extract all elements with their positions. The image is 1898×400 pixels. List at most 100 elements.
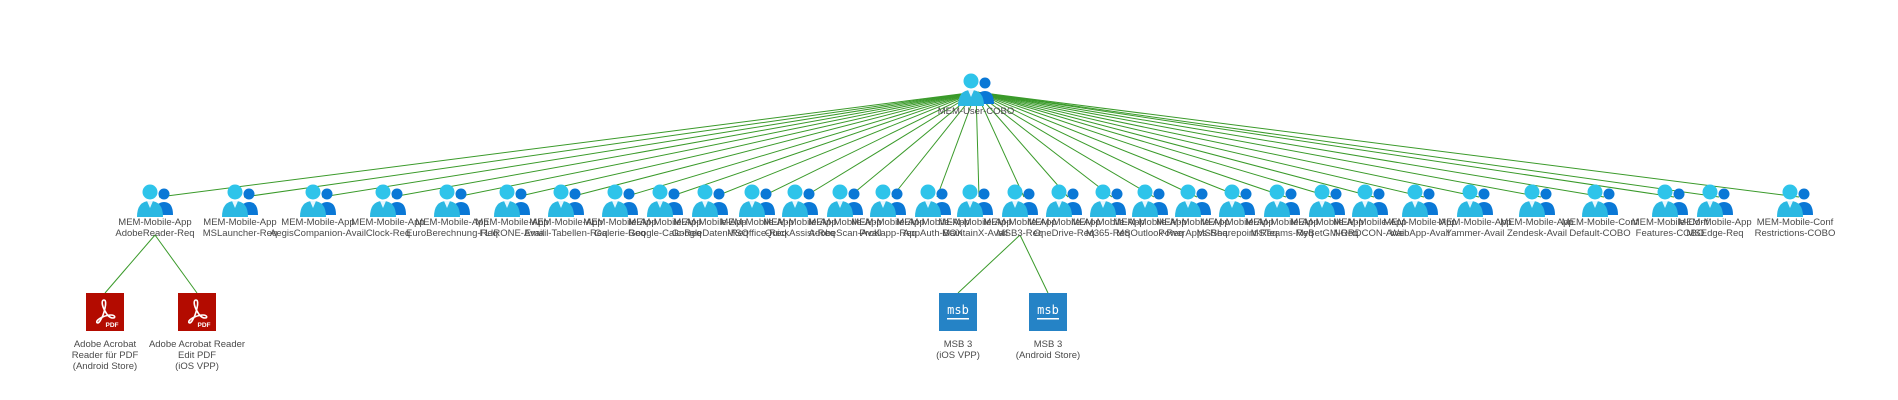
- group-label: MEM-Mobile-App GoogleDaten-Req: [671, 217, 749, 239]
- group-label: MEM-Mobile-App EuroBerechnung-Req: [406, 217, 498, 239]
- group-label: MEM-Mobile-App MaintainX-Avail: [938, 217, 1012, 239]
- group-label: MEM-Mobile-Conf Restrictions-COBO: [1754, 217, 1836, 239]
- group-node[interactable]: MEM-Mobile-App Yammer-Avail: [1415, 183, 1535, 239]
- app-node[interactable]: PDF Adobe Acrobat Reader Edit PDF (iOS V…: [137, 293, 257, 372]
- group-node[interactable]: MEM-Mobile-App Galerie-Req: [560, 183, 680, 239]
- user-group-icon: [782, 184, 818, 217]
- group-label: MEM-Mobile-App AegisCompanion-Avail: [270, 217, 366, 239]
- group-node[interactable]: MEM-Mobile-Conf Restrictions-COBO: [1735, 183, 1855, 239]
- group-node[interactable]: MEM-Mobile-App MSOffice-Req: [697, 183, 817, 239]
- group-node[interactable]: MEM-Mobile-Conf Features-COBO: [1610, 183, 1730, 239]
- group-node[interactable]: MEM-Mobile-App OneDrive-Req: [1004, 183, 1124, 239]
- group-node[interactable]: MEM-Mobile-App GoogleDaten-Req: [650, 183, 770, 239]
- group-node[interactable]: MEM-Mobile-App ProKapp-Req: [828, 183, 948, 239]
- user-group-icon: [602, 184, 638, 217]
- root-group-node[interactable]: MEM-User-COBO: [916, 72, 1036, 117]
- group-node[interactable]: MEM-Mobile-App Google-Calc-Req: [605, 183, 725, 239]
- edge-group-to-app: [154, 234, 198, 294]
- group-label: MEM-Mobile-App Email-Tabellen-Req: [524, 217, 608, 239]
- group-label: MEM-Mobile-App ProKapp-Req: [851, 217, 925, 239]
- edge-root-to-group: [515, 91, 977, 198]
- group-label: MEM-Mobile-App Galerie-Req: [583, 217, 657, 239]
- user-group-icon: [1697, 184, 1733, 217]
- group-label: MEM-Mobile-App Yammer-Avail: [1438, 217, 1512, 239]
- user-group-icon: [1777, 184, 1813, 217]
- group-label: MEM-Mobile-App OneDrive-Req: [1027, 217, 1101, 239]
- edge-root-to-group: [975, 91, 1800, 198]
- group-node[interactable]: MEM-Mobile-App PowerApps-Req: [1133, 183, 1253, 239]
- user-group-icon: [1309, 184, 1345, 217]
- group-node[interactable]: MEM-Mobile-App AdobeScan-Avail: [785, 183, 905, 239]
- user-group-icon: [1457, 184, 1493, 217]
- group-node[interactable]: MEM-Mobile-App MaintainX-Avail: [915, 183, 1035, 239]
- app-label: MSB 3 (iOS VPP): [936, 339, 980, 361]
- edge-root-to-group: [321, 91, 977, 198]
- user-group-icon: [137, 184, 173, 217]
- user-group-icon: [434, 184, 470, 217]
- group-label: MEM-Mobile-App AdobeScan-Avail: [808, 217, 882, 239]
- edge-group-to-app: [957, 234, 1021, 294]
- app-label: Adobe Acrobat Reader für PDF (Android St…: [71, 339, 139, 372]
- group-node[interactable]: MEM-Mobile-App AegisCompanion-Avail: [258, 183, 378, 239]
- group-node[interactable]: MEM-Mobile-App Zendesk-Avail: [1477, 183, 1597, 239]
- group-label: MEM-Mobile-App MSB3-Req: [983, 217, 1057, 239]
- msb-icon: msb: [939, 293, 977, 331]
- user-group-icon: [548, 184, 584, 217]
- group-node[interactable]: MEM-Mobile-App EuroBerechnung-Req: [392, 183, 512, 239]
- edge-root-to-group: [760, 91, 977, 198]
- app-node[interactable]: msb MSB 3 (iOS VPP): [898, 293, 1018, 361]
- group-node[interactable]: MEM-Mobile-App AdobeReader-Req: [95, 183, 215, 239]
- edge-root-to-group: [975, 91, 1375, 198]
- user-group-icon: [1352, 184, 1388, 217]
- group-node[interactable]: MEM-Mobile-App MSTeams-Req: [1222, 183, 1342, 239]
- group-node[interactable]: MEM-Mobile-App Email-Tabellen-Req: [506, 183, 626, 239]
- group-node[interactable]: MEM-Mobile-App MSB3-Req: [960, 183, 1080, 239]
- edge-root-to-group: [975, 91, 1069, 198]
- group-node[interactable]: MEM-Mobile-App MSLauncher-Req: [180, 183, 300, 239]
- edge-root-to-group: [569, 91, 977, 198]
- group-label: MEM-Mobile-App MSSharepoint-Req: [1196, 217, 1278, 239]
- user-group-icon: [1519, 184, 1555, 217]
- edge-root-to-group: [975, 91, 1287, 198]
- app-node[interactable]: PDF Adobe Acrobat Reader für PDF (Androi…: [45, 293, 165, 372]
- edge-root-to-group: [975, 91, 1480, 198]
- group-node[interactable]: MEM-Mobile-App M365-Req: [1048, 183, 1168, 239]
- group-label: MEM-Mobile-Conf Default-COBO: [1561, 217, 1639, 239]
- app-node[interactable]: msb MSB 3 (Android Store): [988, 293, 1108, 361]
- group-node[interactable]: MEM-Mobile-App AppAuth-BOX: [873, 183, 993, 239]
- edge-root-to-group: [975, 91, 1720, 198]
- user-group-icon: [827, 184, 863, 217]
- group-node[interactable]: MEM-Mobile-App WebApp-Avail: [1360, 183, 1480, 239]
- user-group-icon: [1219, 184, 1255, 217]
- group-node[interactable]: MEM-Mobile-App QuickAssist-Req: [740, 183, 860, 239]
- group-label: MEM-Mobile-App AppAuth-BOX: [896, 217, 970, 239]
- edge-root-to-group: [975, 91, 1113, 198]
- group-label: MEM-Mobile-App AdobeReader-Req: [115, 217, 195, 239]
- edge-root-to-group: [975, 91, 1155, 198]
- svg-text:PDF: PDF: [198, 322, 211, 329]
- group-label: MEM-Mobile-App MyBetGM-Req: [1290, 217, 1364, 239]
- group-node[interactable]: MEM-Mobile-App MSEdge-Req: [1655, 183, 1775, 239]
- user-group-icon: [957, 184, 993, 217]
- group-label: MEM-Mobile-App MSTeams-Req: [1245, 217, 1319, 239]
- user-group-icon: [692, 184, 728, 217]
- group-label: MEM-Mobile-App MSOutlook-Req: [1113, 217, 1187, 239]
- group-node[interactable]: MEM-Mobile-App FLIRONE-Avail: [452, 183, 572, 239]
- group-node[interactable]: MEM-Mobile-Conf Default-COBO: [1540, 183, 1660, 239]
- user-group-icon: [222, 184, 258, 217]
- user-group-icon: [1175, 184, 1211, 217]
- edge-root-to-group: [668, 91, 977, 198]
- edge-root-to-group: [975, 91, 1425, 198]
- edge-root-to-group: [623, 91, 977, 198]
- user-group-icon: [647, 184, 683, 217]
- group-node[interactable]: MEM-Mobile-App MSOutlook-Req: [1090, 183, 1210, 239]
- edge-root-to-group: [243, 91, 977, 198]
- group-label: MEM-Mobile-App WebApp-Avail: [1383, 217, 1457, 239]
- root-group-label: MEM-User-COBO: [937, 106, 1015, 117]
- user-group-icon: [300, 184, 336, 217]
- group-node[interactable]: MEM-Mobile-App MSSharepoint-Req: [1177, 183, 1297, 239]
- group-node[interactable]: MEM-Mobile-App NORDCON-Avail: [1310, 183, 1430, 239]
- group-node[interactable]: MEM-Mobile-App Clock-Req: [328, 183, 448, 239]
- app-label: Adobe Acrobat Reader Edit PDF (iOS VPP): [148, 339, 246, 372]
- group-node[interactable]: MEM-Mobile-App MyBetGM-Req: [1267, 183, 1387, 239]
